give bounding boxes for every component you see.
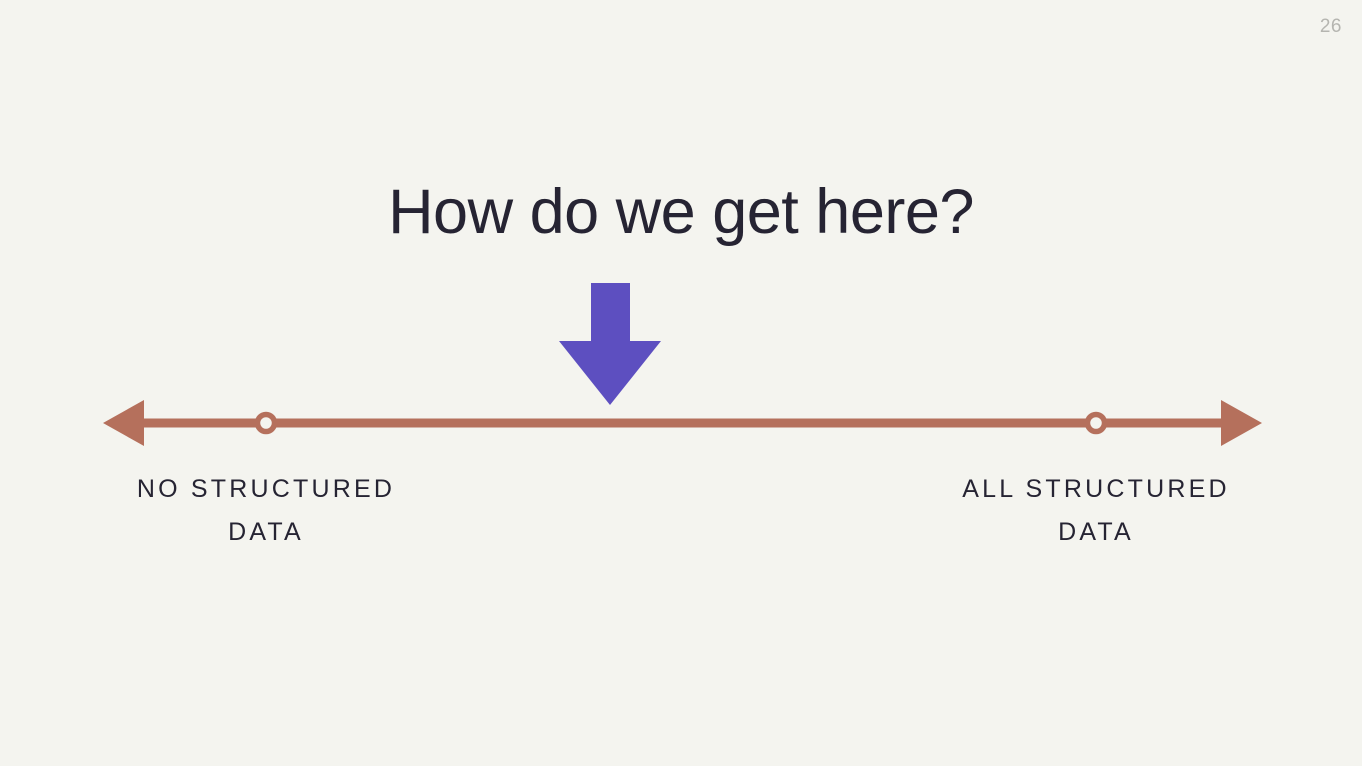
spectrum-marker-right (1084, 411, 1108, 435)
spectrum-label-right-line-1: ALL STRUCTURED (962, 475, 1230, 503)
spectrum-label-left-line-1: NO STRUCTURED (136, 475, 396, 503)
spectrum-label-right: ALL STRUCTURED DATA (886, 468, 1306, 554)
spectrum-label-left: NO STRUCTURED DATA (56, 468, 476, 554)
spectrum-label-left-line-2: DATA (228, 518, 304, 546)
axis-arrowhead-left-icon (103, 400, 144, 446)
page-title: How do we get here? (388, 177, 974, 247)
page-number: 26 (1319, 16, 1342, 37)
down-arrow-icon (559, 283, 661, 405)
axis-arrowhead-right-icon (1221, 400, 1262, 446)
spectrum-label-right-line-2: DATA (1058, 518, 1134, 546)
spectrum-marker-left (254, 411, 278, 435)
